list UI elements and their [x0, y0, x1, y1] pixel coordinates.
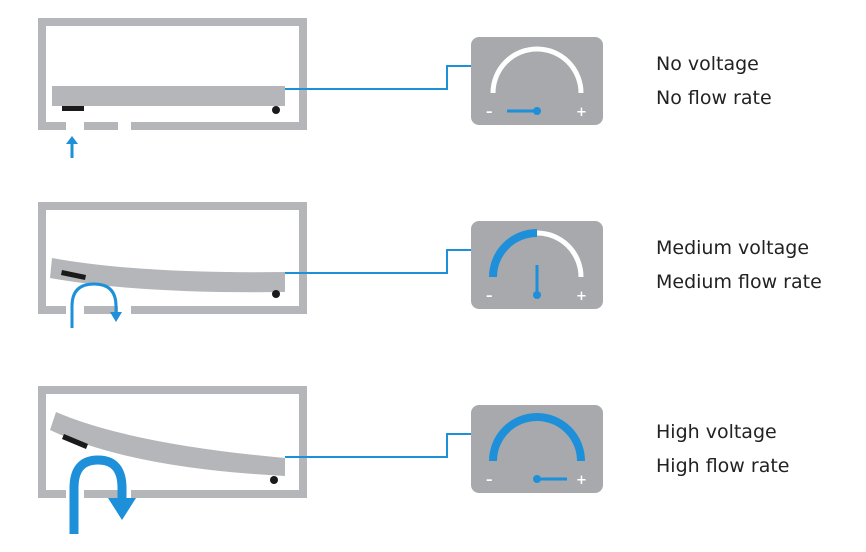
gauge-fill: [489, 413, 585, 462]
gauge-plus-sign: +: [576, 289, 587, 304]
state-caption: No voltage No flow rate: [656, 53, 772, 109]
signal-wire: [285, 249, 472, 274]
flow-arrow: [69, 455, 136, 534]
gauge-hub: [533, 475, 541, 483]
flow-label: High flow rate: [656, 455, 789, 477]
gauge-hub: [533, 107, 541, 115]
signal-wire: [285, 433, 472, 458]
gauge-plus-sign: +: [576, 473, 587, 488]
state-row-no-voltage: – + No voltage No flow rate: [38, 18, 772, 158]
gauge-fill: [489, 229, 538, 278]
pivot-point: [272, 106, 280, 114]
voltage-label: No voltage: [656, 53, 759, 75]
flow-label: No flow rate: [656, 87, 772, 109]
voltage-label: High voltage: [656, 421, 777, 443]
pivot-point: [270, 476, 278, 484]
valve-housing: [38, 18, 307, 130]
signal-wire: [285, 65, 472, 90]
gauge-panel: [471, 37, 603, 125]
voltage-gauge: – +: [471, 37, 603, 125]
seal-pad: [61, 270, 86, 280]
valve-housing: [38, 202, 307, 314]
flow-arrow: [70, 282, 122, 328]
bender-actuator: [50, 258, 285, 293]
gauge-plus-sign: +: [576, 105, 587, 120]
bender-actuator: [50, 412, 285, 476]
gauge-minus-sign: –: [486, 473, 493, 488]
valve-housing: [38, 386, 307, 498]
gauge-hub: [533, 291, 541, 299]
bender-actuator: [52, 86, 285, 106]
gauge-track: [490, 46, 584, 94]
state-row-high-voltage: – + High voltage High flow rate: [38, 386, 789, 534]
state-caption: Medium voltage Medium flow rate: [656, 237, 822, 293]
gauge-minus-sign: –: [486, 289, 493, 304]
state-row-medium-voltage: – + Medium voltage Medium flow rate: [38, 202, 822, 328]
voltage-gauge: – +: [471, 221, 603, 309]
gauge-minus-sign: –: [486, 105, 493, 120]
state-caption: High voltage High flow rate: [656, 421, 789, 477]
seal-pad: [62, 106, 84, 111]
voltage-label: Medium voltage: [656, 237, 809, 259]
flow-label: Medium flow rate: [656, 271, 822, 293]
seal-pad: [62, 434, 88, 449]
voltage-gauge: – +: [471, 405, 603, 493]
inlet-arrow: [66, 136, 78, 158]
pivot-point: [272, 290, 280, 298]
